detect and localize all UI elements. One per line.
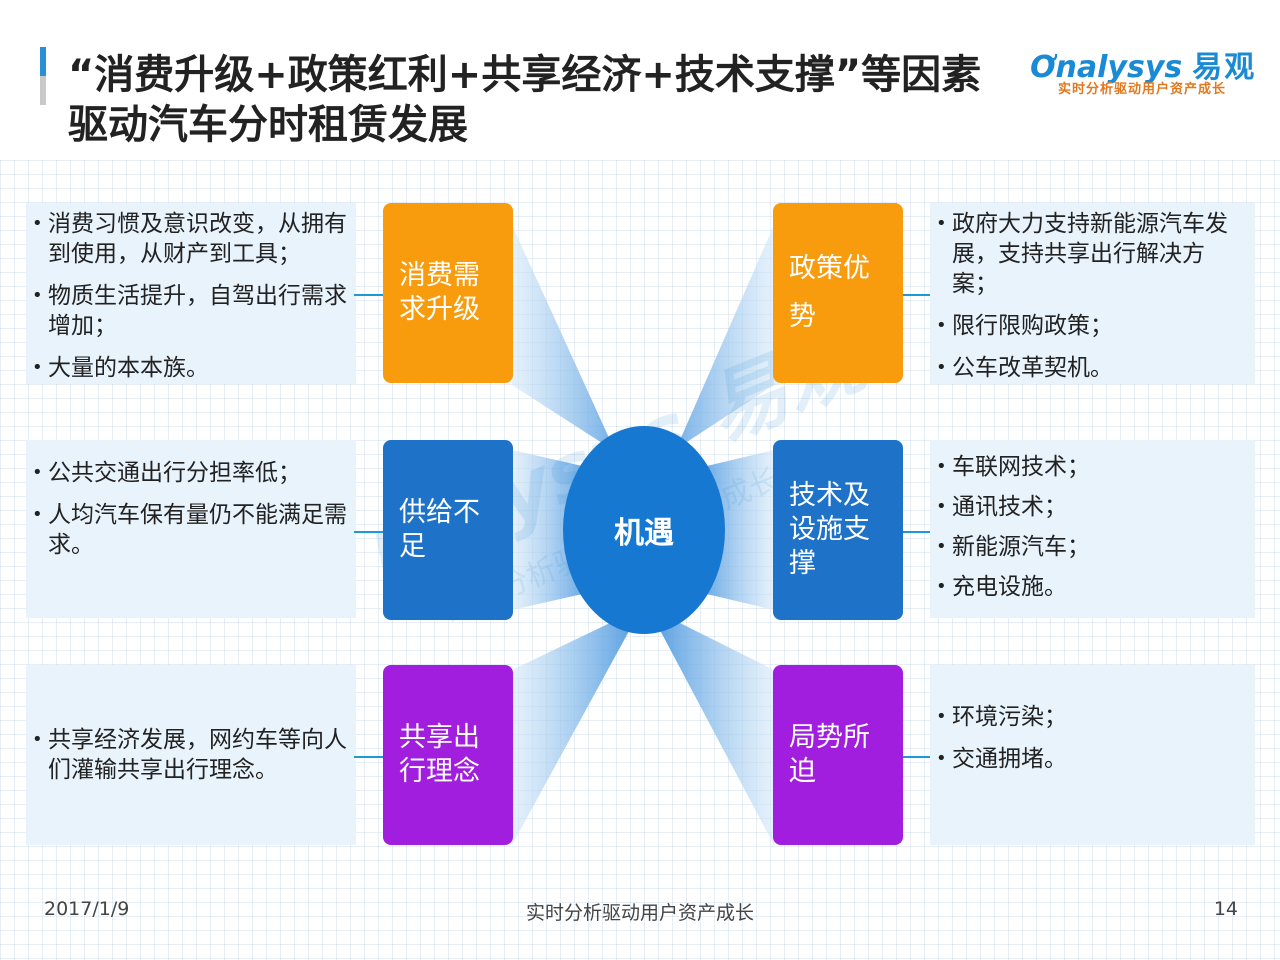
ray-bottom-left xyxy=(512,600,646,845)
list-item: 政府大力支持新能源汽车发展，支持共享出行解决方案； xyxy=(936,209,1247,299)
title-area: “消费升级+政策红利+共享经济+技术支撑”等因素驱动汽车分时租赁发展 Ơnaly… xyxy=(0,0,1280,160)
page-number: 14 xyxy=(1213,898,1238,920)
list-item: 公车改革契机。 xyxy=(936,353,1247,383)
connector-right-2 xyxy=(902,531,932,533)
right-text-box-2: 车联网技术； 通讯技术； 新能源汽车； 充电设施。 xyxy=(930,440,1255,618)
list-item: 交通拥堵。 xyxy=(936,744,1067,774)
connector-right-1 xyxy=(902,294,932,296)
right-text-box-1: 政府大力支持新能源汽车发展，支持共享出行解决方案； 限行限购政策； 公车改革契机… xyxy=(930,203,1255,384)
footer-slogan: 实时分析驱动用户资产成长 xyxy=(525,902,754,924)
connector-left-1 xyxy=(354,294,384,296)
center-opportunity: 机遇 xyxy=(563,426,725,634)
list-item: 新能源汽车； xyxy=(936,532,1247,562)
ray-top-left xyxy=(512,225,644,470)
title-accent-bar xyxy=(40,47,46,105)
factor-consumer-demand: 消费需求升级 xyxy=(383,203,513,383)
factor-supply-shortage: 供给不足 xyxy=(383,440,513,620)
connector-left-3 xyxy=(354,756,384,758)
list-item: 限行限购政策； xyxy=(936,311,1247,341)
list-item: 共享经济发展，网约车等向人们灌输共享出行理念。 xyxy=(32,725,348,785)
factor-tech-infrastructure: 技术及设施支撑 xyxy=(773,440,903,620)
connector-right-3 xyxy=(902,756,932,758)
left-text-box-2: 公共交通出行分担率低； 人均汽车保有量仍不能满足需求。 xyxy=(26,440,356,618)
list-item: 环境污染； xyxy=(936,702,1067,732)
page-title: “消费升级+政策红利+共享经济+技术支撑”等因素驱动汽车分时租赁发展 xyxy=(68,52,982,148)
list-item: 充电设施。 xyxy=(936,572,1247,602)
list-item: 车联网技术； xyxy=(936,452,1247,482)
factor-situation-pressure: 局势所迫 xyxy=(773,665,903,845)
list-item: 人均汽车保有量仍不能满足需求。 xyxy=(32,500,348,560)
ray-bottom-right xyxy=(644,600,774,845)
factor-policy-advantage: 政策优势 xyxy=(773,203,903,383)
logo-a-icon: Ơ xyxy=(1030,50,1056,85)
footer-date: 2017/1/9 xyxy=(44,898,130,920)
list-item: 大量的本本族。 xyxy=(32,353,348,383)
left-text-box-1: 消费习惯及意识改变，从拥有到使用，从财产到工具； 物质生活提升，自驾出行需求增加… xyxy=(26,203,356,384)
ray-top-right xyxy=(644,225,774,470)
list-item: 公共交通出行分担率低； xyxy=(32,458,348,488)
list-item: 物质生活提升，自驾出行需求增加； xyxy=(32,281,348,341)
list-item: 消费习惯及意识改变，从拥有到使用，从财产到工具； xyxy=(32,209,348,269)
right-text-box-3: 环境污染； 交通拥堵。 xyxy=(930,665,1255,845)
connector-left-2 xyxy=(354,531,384,533)
list-item: 通讯技术； xyxy=(936,492,1247,522)
left-text-box-3: 共享经济发展，网约车等向人们灌输共享出行理念。 xyxy=(26,665,356,845)
logo-slogan: 实时分析驱动用户资产成长 xyxy=(1058,82,1227,97)
factor-sharing-concept: 共享出行理念 xyxy=(383,665,513,845)
